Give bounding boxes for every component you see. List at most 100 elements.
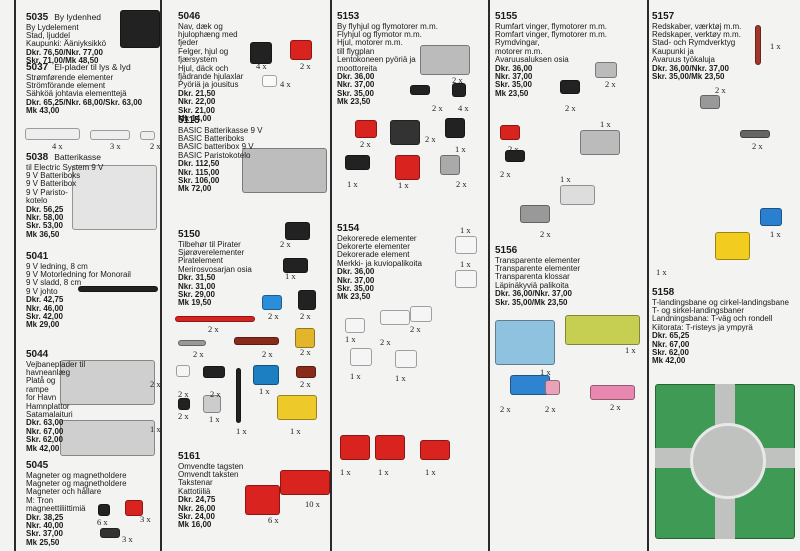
product-header: 5046	[178, 11, 326, 23]
product-description-line: 9 V Batteriboks	[26, 170, 81, 180]
piece-quantity: 1 x	[560, 174, 571, 184]
product-title: El-plader til lys & lyd	[54, 62, 131, 72]
lego-piece-image	[176, 365, 190, 377]
lego-piece-image	[410, 306, 432, 322]
product-description-line: fjädrande hjulaxlar	[178, 71, 244, 81]
product-description-line: til Electric System 9 V	[26, 162, 104, 172]
piece-quantity: 1 x	[259, 386, 270, 396]
product-price: Nkr. 37,00	[337, 275, 375, 285]
lego-piece-image	[380, 310, 410, 325]
lego-piece-image	[280, 470, 330, 495]
product-description-line: Kiitorata: T-risteys ja ympyrä	[652, 322, 753, 332]
product-description-line: Felger, hjul og	[178, 46, 229, 56]
piece-quantity: 2 x	[605, 79, 616, 89]
product-price: Nkr. 58,00	[26, 212, 64, 222]
product-description-line: motorer m.m.	[495, 46, 543, 56]
piece-quantity: 2 x	[280, 239, 291, 249]
product-price: Skr. 37,00	[26, 529, 63, 539]
piece-quantity: 1 x	[150, 424, 161, 434]
lego-piece-image	[595, 62, 617, 78]
product-price: Mk 23,50	[495, 88, 529, 98]
piece-quantity: 6 x	[268, 515, 279, 525]
roundabout-marking	[690, 423, 766, 499]
product-price: Dkr. 36,00/Nkr. 37,00	[652, 63, 729, 73]
product-header: 5045	[26, 460, 156, 472]
product-description-line: Redskaber, værktøj m.m.	[652, 21, 742, 31]
product-price: Dkr. 112,50	[178, 159, 220, 169]
lego-piece-image	[560, 80, 580, 94]
piece-quantity: 2 x	[410, 324, 421, 334]
product-description-line: Kaupunki: Ääniyksikkö	[26, 39, 107, 49]
piece-quantity: 1 x	[395, 373, 406, 383]
lego-piece-image	[340, 435, 370, 460]
lego-piece-image	[375, 435, 405, 460]
piece-quantity: 2 x	[360, 139, 371, 149]
product-price: Nkr. 37,00	[337, 80, 375, 90]
lego-piece-image	[715, 232, 750, 260]
product-description-line: Takstenar	[178, 478, 213, 488]
lego-piece-image	[350, 348, 372, 366]
lego-piece-image	[395, 155, 420, 180]
lego-piece-image	[285, 222, 310, 240]
piece-quantity: 2 x	[432, 103, 443, 113]
product-price: Skr. 35,00	[337, 88, 374, 98]
piece-quantity: 1 x	[540, 367, 551, 377]
column-divider	[647, 0, 649, 551]
piece-quantity: 1 x	[770, 41, 781, 51]
product-description-line: By flyhjul og flymotorer m.m.	[337, 21, 438, 31]
lego-piece-image	[590, 385, 635, 400]
piece-quantity: 1 x	[209, 414, 220, 424]
piece-quantity: 2 x	[565, 103, 576, 113]
piece-quantity: 1 x	[398, 180, 409, 190]
product-description-line: Strømførende elementer	[26, 72, 114, 82]
piece-quantity: 2 x	[300, 311, 311, 321]
lego-piece-image	[520, 205, 550, 223]
product-description-line: Hamnplattor	[26, 401, 70, 411]
product-description-line: Hjul, däck och	[178, 63, 229, 73]
product-header: 5155	[495, 11, 643, 23]
lego-piece-image	[242, 148, 327, 193]
product-description-line: havneanlæg	[26, 367, 71, 377]
lego-piece-image	[277, 395, 317, 420]
product-description-line: magneettiliittimiä	[26, 504, 86, 514]
product-price: Skr. 35,00/Mk 23,50	[652, 71, 725, 81]
product-price: Nkr. 40,00	[26, 520, 64, 530]
product-description-line: Hjul, motorer m.m.	[337, 38, 403, 48]
product-price: Skr. 35,00	[337, 283, 374, 293]
product-description-line: By Lydelement	[26, 22, 79, 32]
product-description-line: Magneter og magnetholdere	[26, 478, 127, 488]
product-price: Mk 16,00	[178, 520, 212, 530]
lego-piece-image	[25, 128, 80, 140]
lego-piece-image	[175, 316, 255, 322]
piece-quantity: 2 x	[178, 411, 189, 421]
lego-piece-image	[262, 75, 277, 87]
product-price: Nkr. 37,00	[495, 71, 533, 81]
product-price: Dkr. 38,25	[26, 512, 64, 522]
lego-piece-image	[445, 118, 465, 138]
lego-piece-image	[410, 85, 430, 95]
product-price: Nkr. 46,00	[26, 303, 64, 313]
piece-quantity: 2 x	[178, 389, 189, 399]
piece-quantity: 6 x	[97, 517, 108, 527]
product-description-line: Lentokoneen pyöriä ja	[337, 55, 416, 65]
product-description-line: Romfart vinger, flymotorer m.m.	[495, 29, 608, 39]
lego-piece-image	[740, 130, 770, 138]
lego-piece-image	[455, 270, 477, 288]
lego-piece-image	[203, 366, 225, 378]
piece-quantity: 2 x	[540, 229, 551, 239]
product-description-line: Dekorerede elementer	[337, 233, 417, 243]
lego-piece-image	[72, 165, 157, 230]
product-number: 5044	[26, 349, 49, 360]
piece-quantity: 2 x	[300, 347, 311, 357]
lego-piece-image	[203, 395, 221, 413]
piece-quantity: 3 x	[140, 514, 151, 524]
product-price: Dkr. 65,25	[652, 331, 690, 341]
lego-piece-image	[250, 42, 272, 64]
piece-quantity: 1 x	[460, 259, 471, 269]
